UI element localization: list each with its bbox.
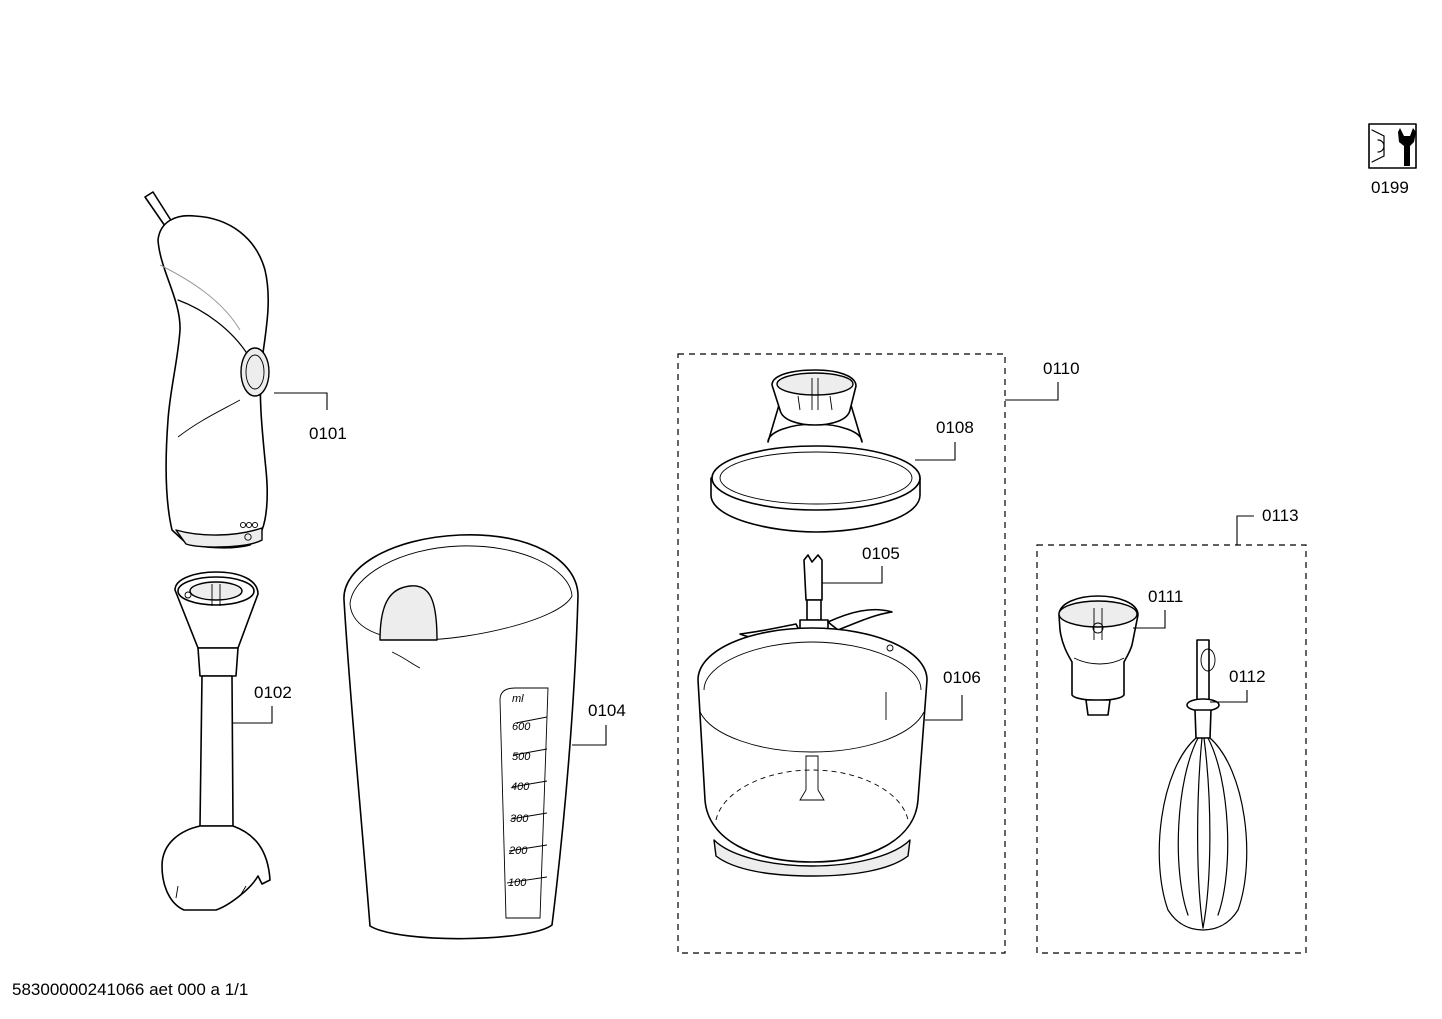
svg-text:300: 300 [510,813,529,825]
chopper-lid [710,369,921,533]
document-footer: 58300000241066 aet 000 a 1/1 [12,980,249,999]
blender-foot [161,571,271,911]
tool-kit-icon [1368,123,1417,169]
label-0111: 0111 [1148,587,1183,606]
chopper-group-box [677,353,1006,954]
chopper-bowl [697,627,928,877]
svg-text:400: 400 [511,781,530,793]
svg-text:500: 500 [512,751,531,763]
whisk-gearbox [1058,595,1139,716]
label-0199: 0199 [1371,178,1409,197]
svg-text:600: 600 [512,721,531,733]
label-0108: 0108 [936,418,974,437]
label-0105: 0105 [862,544,900,563]
svg-text:ml: ml [512,693,524,705]
jug-scale: ml 600 500 400 300 200 100 [506,693,548,889]
label-0113: 0113 [1262,506,1299,525]
label-0102: 0102 [254,683,292,702]
label-0112: 0112 [1229,667,1266,686]
svg-text:200: 200 [508,845,528,857]
measuring-jug [343,534,579,940]
label-0110: 0110 [1043,359,1080,378]
label-0104: 0104 [588,701,626,720]
whisk-group-box [1036,544,1307,954]
label-0106: 0106 [943,668,981,687]
label-0101: 0101 [309,424,347,443]
motor-handle [144,191,270,549]
svg-text:100: 100 [508,877,527,889]
